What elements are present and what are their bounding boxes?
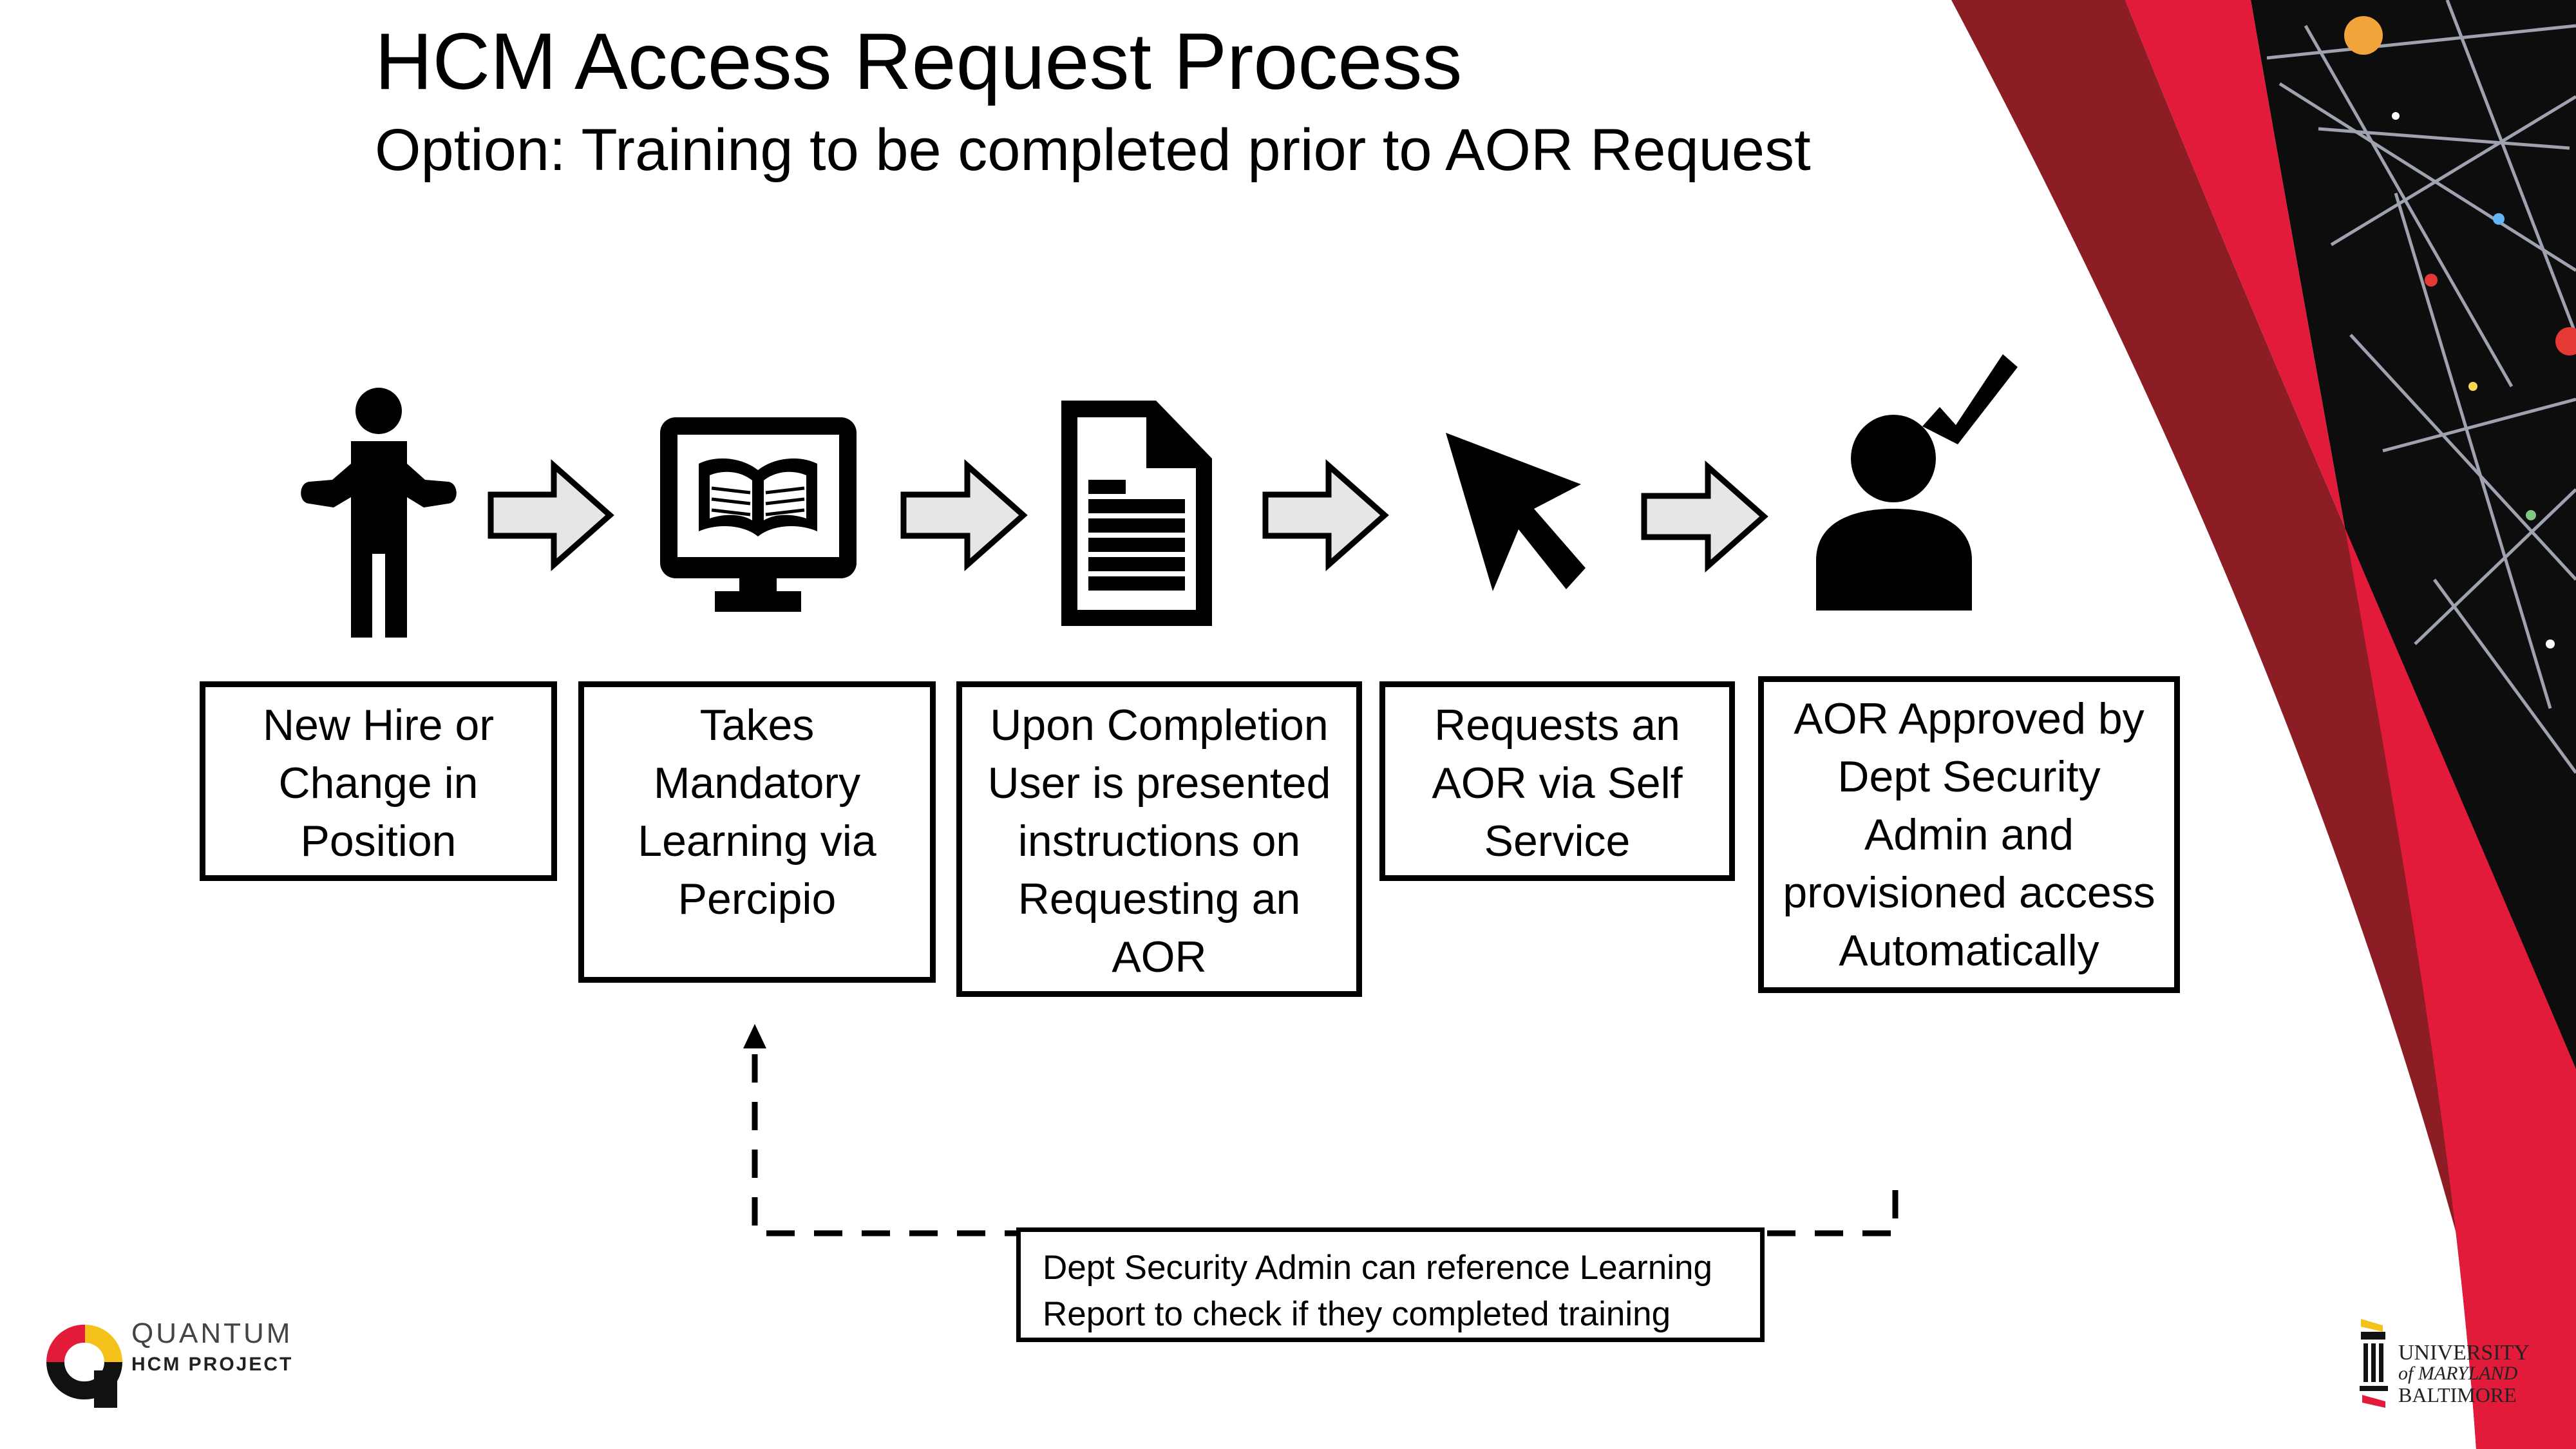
- step-4-line: AOR via Self: [1432, 759, 1683, 808]
- feedback-note-line: Report to check if they completed traini…: [1043, 1295, 1671, 1333]
- person-shrug-icon: [301, 388, 457, 638]
- feedback-note: Dept Security Admin can reference Learni…: [1016, 1227, 1765, 1342]
- umb-logo: UNIVERSITY of MARYLAND BALTIMORE: [2357, 1314, 2570, 1410]
- step-5-line: Automatically: [1839, 926, 2099, 975]
- step-3-line: Requesting an: [1018, 875, 1301, 923]
- quantum-q-icon: [46, 1324, 122, 1408]
- feedback-arrowhead: [743, 1024, 766, 1048]
- umb-wordmark-line3: BALTIMORE: [2398, 1383, 2517, 1406]
- slide-subtitle: Option: Training to be completed prior t…: [375, 117, 1811, 183]
- flow-arrow-4: [1641, 460, 1768, 573]
- feedback-note-line: Dept Security Admin can reference Learni…: [1043, 1249, 1712, 1287]
- step-3-line: AOR: [1112, 933, 1207, 981]
- step-box-2: Takes Mandatory Learning via Percipio: [578, 681, 936, 983]
- quantum-wordmark: QUANTUM: [131, 1318, 293, 1349]
- step-1-line: New Hire or: [263, 701, 494, 750]
- monitor-book-icon: [660, 417, 857, 612]
- flow-arrow-3: [1262, 459, 1389, 571]
- step-2-line: Learning via: [638, 817, 876, 866]
- step-2-line: Takes: [699, 701, 815, 750]
- step-box-1: New Hire or Change in Position: [200, 681, 557, 881]
- hcm-project-wordmark: HCM PROJECT: [131, 1354, 294, 1375]
- step-5-line: AOR Approved by: [1794, 694, 2145, 743]
- flow-arrow-2: [900, 459, 1028, 571]
- umb-wordmark-line2: of MARYLAND: [2398, 1363, 2518, 1384]
- umb-wordmark-line1: UNIVERSITY: [2398, 1341, 2530, 1365]
- step-1-line: Position: [300, 817, 457, 866]
- step-box-4: Requests an AOR via Self Service: [1379, 681, 1735, 881]
- step-3-line: Upon Completion: [990, 701, 1329, 750]
- document-icon: [1061, 401, 1212, 626]
- flow-arrow-1: [488, 459, 614, 571]
- step-3-line: User is presented: [987, 759, 1331, 808]
- step-box-5: AOR Approved by Dept Security Admin and …: [1758, 676, 2180, 993]
- step-5-line: Admin and: [1864, 810, 2074, 859]
- feedback-connector: [743, 1024, 1899, 1236]
- step-2-line: Percipio: [677, 875, 837, 923]
- step-3-line: instructions on: [1018, 817, 1301, 866]
- slide-title: HCM Access Request Process: [375, 17, 1463, 106]
- quantum-hcm-logo: QUANTUM HCM PROJECT: [40, 1314, 298, 1410]
- umb-shield-icon: [2360, 1319, 2388, 1408]
- step-4-line: Service: [1484, 817, 1631, 866]
- cursor-arrow-icon: [1446, 433, 1586, 591]
- step-1-line: Change in: [278, 759, 478, 808]
- user-check-icon: [1816, 354, 2018, 611]
- step-2-line: Mandatory: [653, 759, 861, 808]
- step-5-line: provisioned access: [1783, 868, 2155, 917]
- step-box-3: Upon Completion User is presented instru…: [956, 681, 1362, 997]
- step-5-line: Dept Security: [1837, 752, 2101, 801]
- step-4-line: Requests an: [1434, 701, 1680, 750]
